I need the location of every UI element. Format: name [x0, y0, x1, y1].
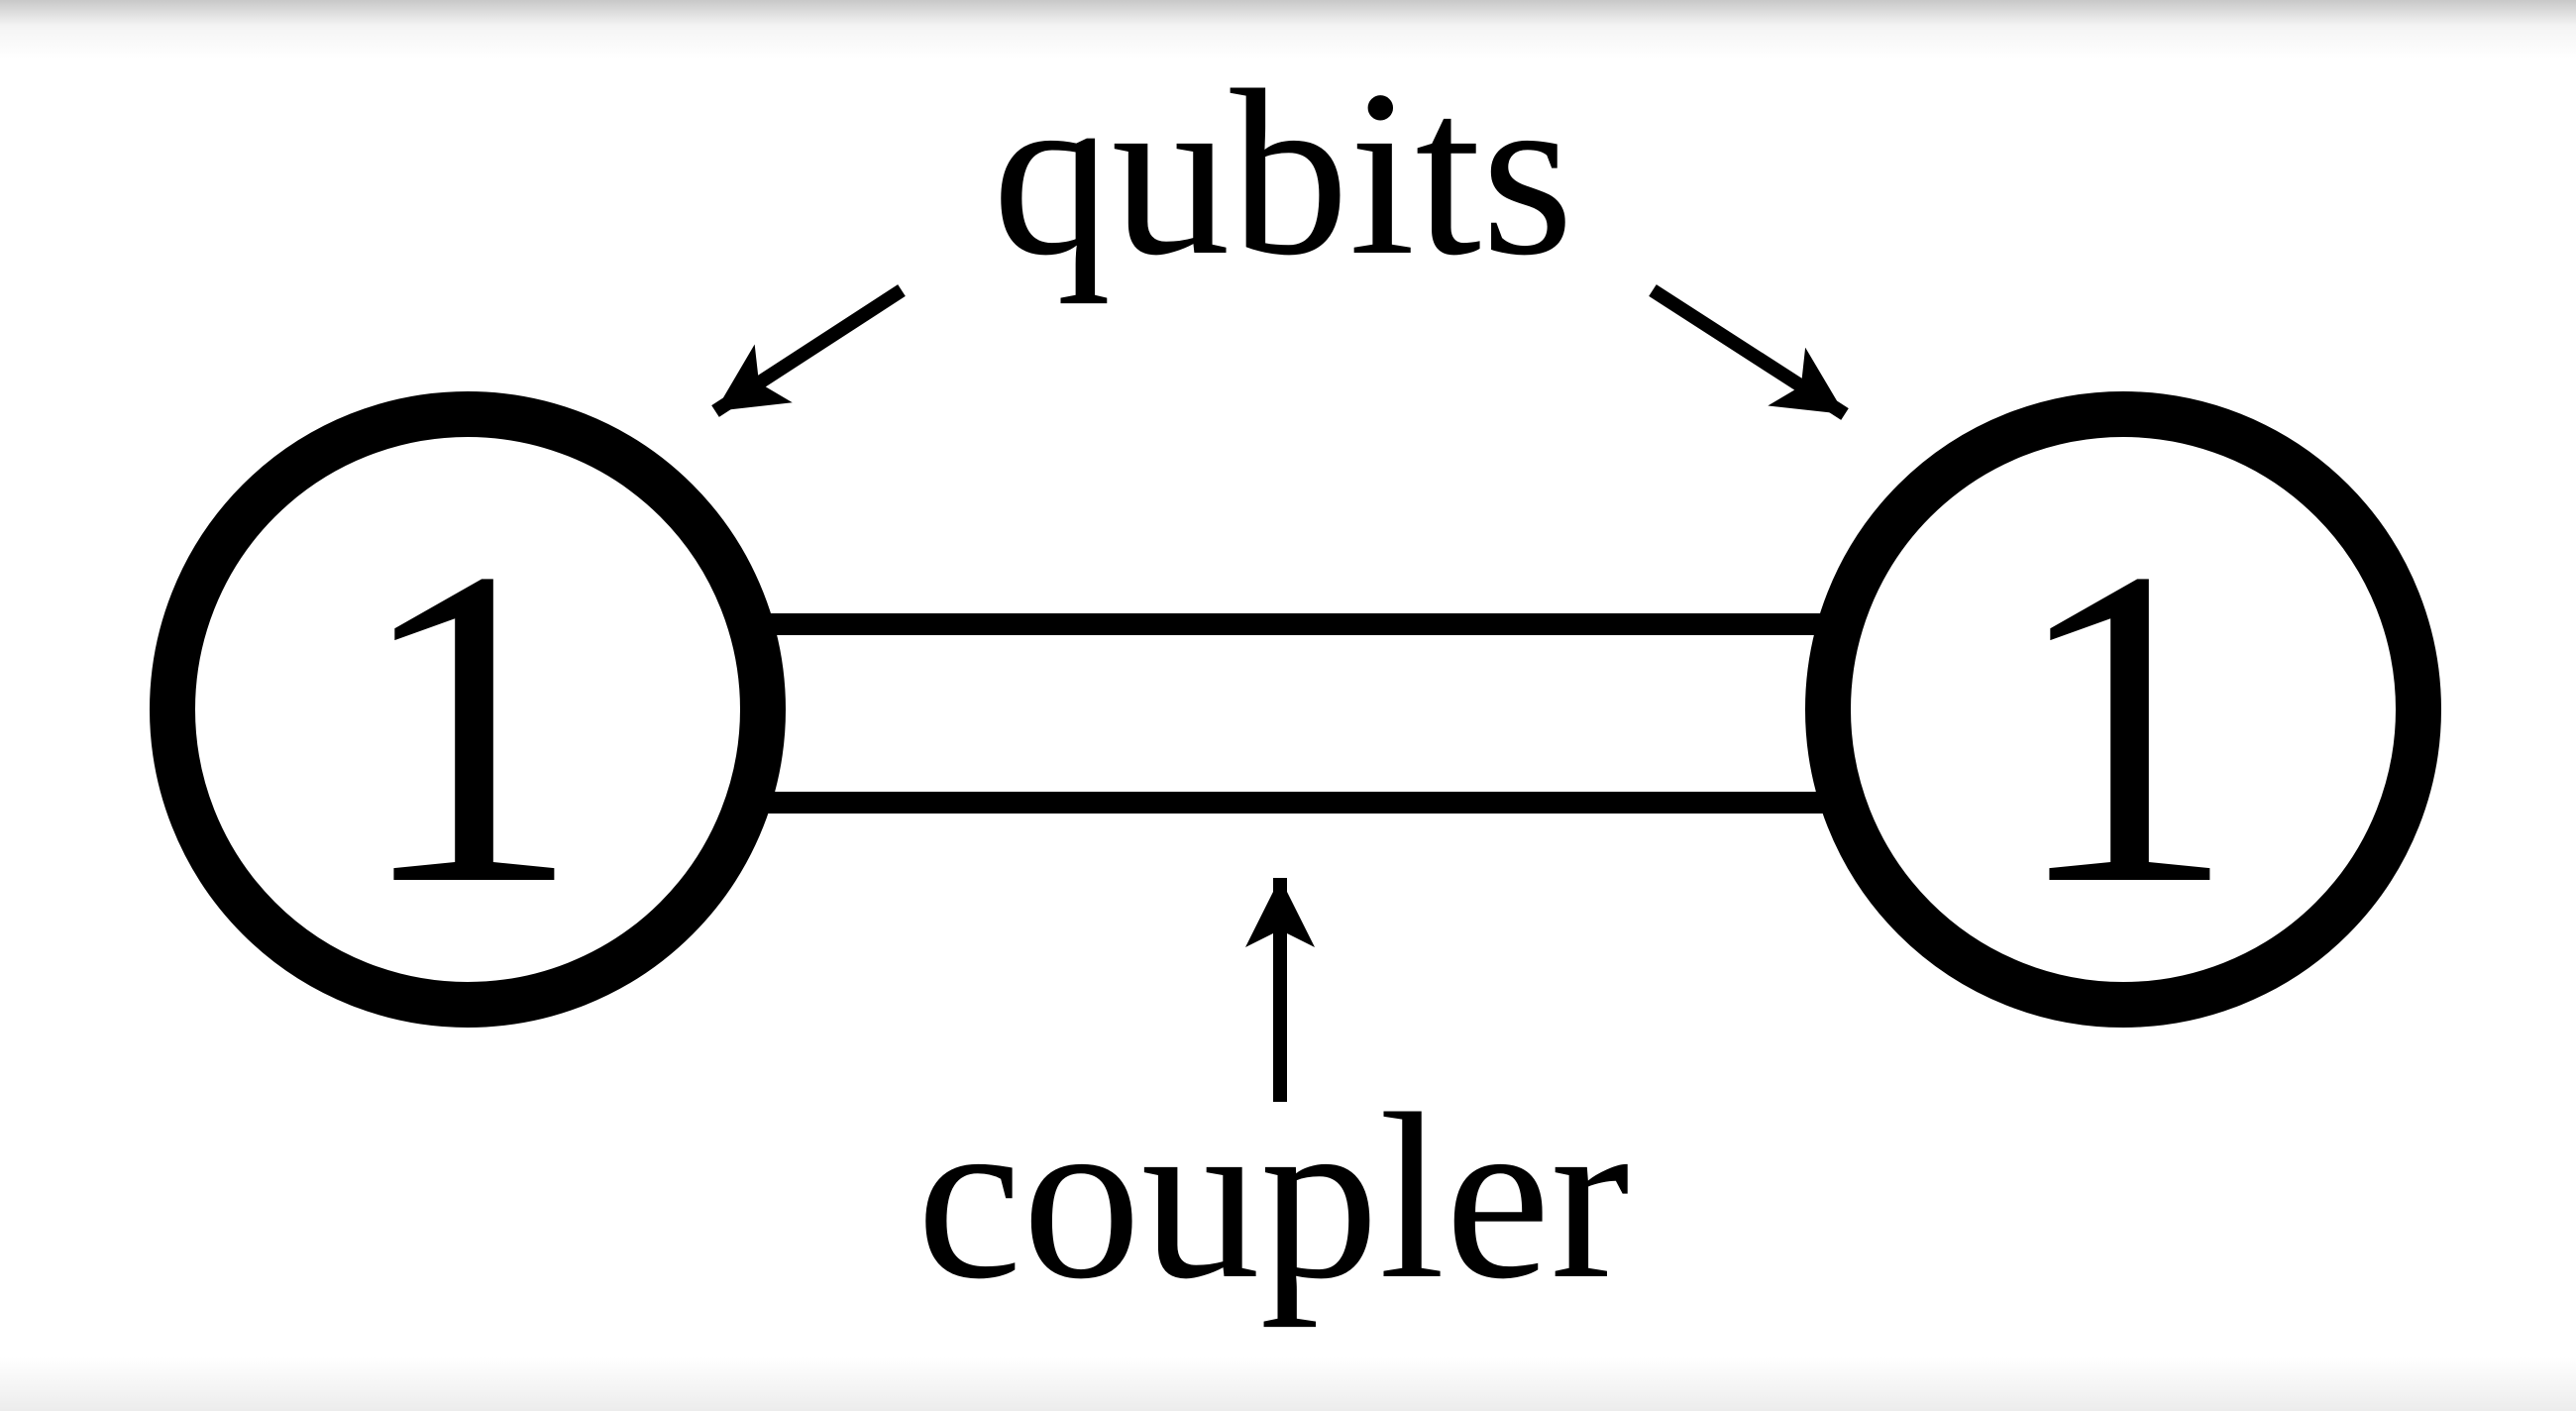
qubits-label: qubits: [993, 41, 1574, 304]
qubits-arrow-left: [711, 284, 906, 417]
qubit-left-value: 1: [354, 474, 582, 979]
qubit-right: 1: [1805, 391, 2441, 1028]
qubit-left-circle: [150, 391, 786, 1028]
qubit-right-circle: [1805, 391, 2441, 1028]
qubit-left: 1: [150, 391, 786, 1028]
qubits-arrow-right: [1649, 284, 1849, 420]
qubit-right-value: 1: [2009, 474, 2237, 979]
coupler-label: coupler: [916, 1064, 1630, 1328]
